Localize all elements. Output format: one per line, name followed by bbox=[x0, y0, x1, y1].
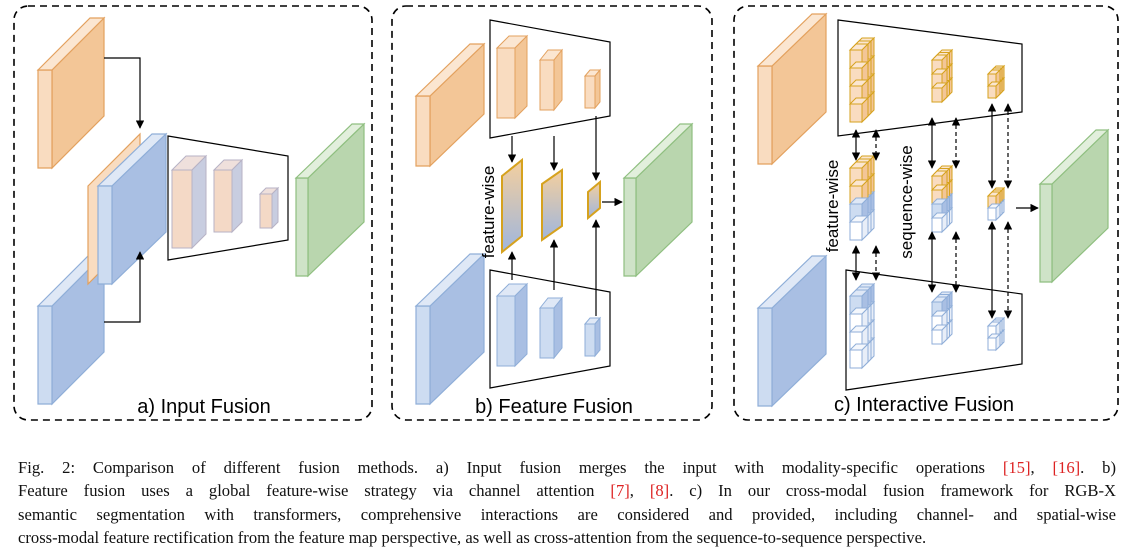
rgb-input-slab-c bbox=[756, 12, 828, 166]
fused-token-stack-1 bbox=[848, 154, 876, 242]
encoder-stage-1 bbox=[170, 154, 208, 250]
fused-feature-1 bbox=[501, 157, 523, 255]
panel-input-fusion: a) Input Fusion bbox=[36, 16, 366, 418]
ref-7[interactable]: [7] bbox=[610, 481, 630, 501]
ref-15[interactable]: [15] bbox=[1002, 458, 1031, 477]
rgb-encoder-trapezoid bbox=[489, 19, 611, 139]
x-token-stack-3 bbox=[986, 316, 1006, 352]
rgb-stage-2 bbox=[538, 48, 564, 112]
rgb-stage-3 bbox=[583, 68, 602, 110]
fused-token-stack-2 bbox=[930, 164, 954, 234]
caption-line-3: semantic segmentation with transformers,… bbox=[18, 504, 1116, 524]
x-stage-3 bbox=[583, 316, 602, 358]
ref-8[interactable]: [8] bbox=[649, 481, 670, 501]
arrow-rgb-to-merge bbox=[104, 57, 145, 129]
panel-frame-interactive bbox=[733, 5, 1119, 421]
x-token-stack-1 bbox=[848, 282, 876, 370]
fused-feature-2 bbox=[541, 168, 563, 242]
encoder-stage-2 bbox=[212, 158, 244, 234]
caption-line-2: Feature fusion uses a global feature-wis… bbox=[18, 481, 1116, 501]
rgb-input-slab bbox=[36, 16, 106, 170]
merged-input-slab bbox=[87, 132, 168, 286]
panel-label-input: a) Input Fusion bbox=[137, 396, 270, 418]
x-encoder-trapezoid-c bbox=[845, 269, 1023, 391]
sequence-wise-label-c: sequence-wise bbox=[897, 145, 916, 258]
figure-caption: Fig. 2: Comparison of different fusion m… bbox=[18, 456, 1116, 550]
rgb-encoder-trapezoid-c bbox=[837, 19, 1023, 137]
ref-16[interactable]: [16] bbox=[1052, 458, 1081, 477]
x-stage-1 bbox=[495, 282, 529, 368]
output-slab-b bbox=[622, 122, 694, 278]
panel-label-interactive: c) Interactive Fusion bbox=[834, 394, 1014, 416]
panel-frame-feature bbox=[391, 5, 713, 421]
rgb-token-stack-1 bbox=[848, 36, 876, 124]
x-token-stack-2 bbox=[930, 290, 954, 346]
fused-feature-3 bbox=[587, 179, 601, 221]
fusion-diagram: a) Input Fusion bbox=[13, 5, 1119, 421]
caption-line-4: cross-modal feature rectification from t… bbox=[18, 528, 927, 548]
feature-wise-label-b: feature-wise bbox=[479, 166, 498, 259]
output-slab-c bbox=[1038, 128, 1110, 284]
x-encoder-trapezoid bbox=[489, 269, 611, 389]
panel-frame-input bbox=[13, 5, 373, 421]
x-input-slab-b bbox=[414, 252, 486, 406]
rgb-input-slab-b bbox=[414, 42, 486, 168]
panel-feature-fusion: feature-wise b) Feature Fusion bbox=[414, 19, 694, 418]
encoder-trapezoid-a bbox=[167, 135, 289, 261]
encoder-stage-3 bbox=[258, 186, 280, 230]
caption-line-1: Fig. 2: Comparison of different fusion m… bbox=[18, 458, 1116, 477]
arrow-x-to-merge bbox=[104, 251, 145, 323]
feature-wise-label-c: feature-wise bbox=[823, 160, 842, 253]
x-stage-2 bbox=[538, 296, 564, 360]
rgb-stage-1 bbox=[495, 34, 529, 120]
panel-interactive-fusion: feature-wise sequence-wise c) Interactiv… bbox=[756, 12, 1110, 416]
x-input-slab-c bbox=[756, 254, 828, 408]
rgb-token-stack-2 bbox=[930, 48, 954, 104]
rgb-token-stack-3 bbox=[986, 64, 1006, 100]
output-slab-a bbox=[294, 122, 366, 278]
fused-token-stack-3 bbox=[986, 186, 1006, 222]
panel-label-feature: b) Feature Fusion bbox=[475, 396, 633, 418]
